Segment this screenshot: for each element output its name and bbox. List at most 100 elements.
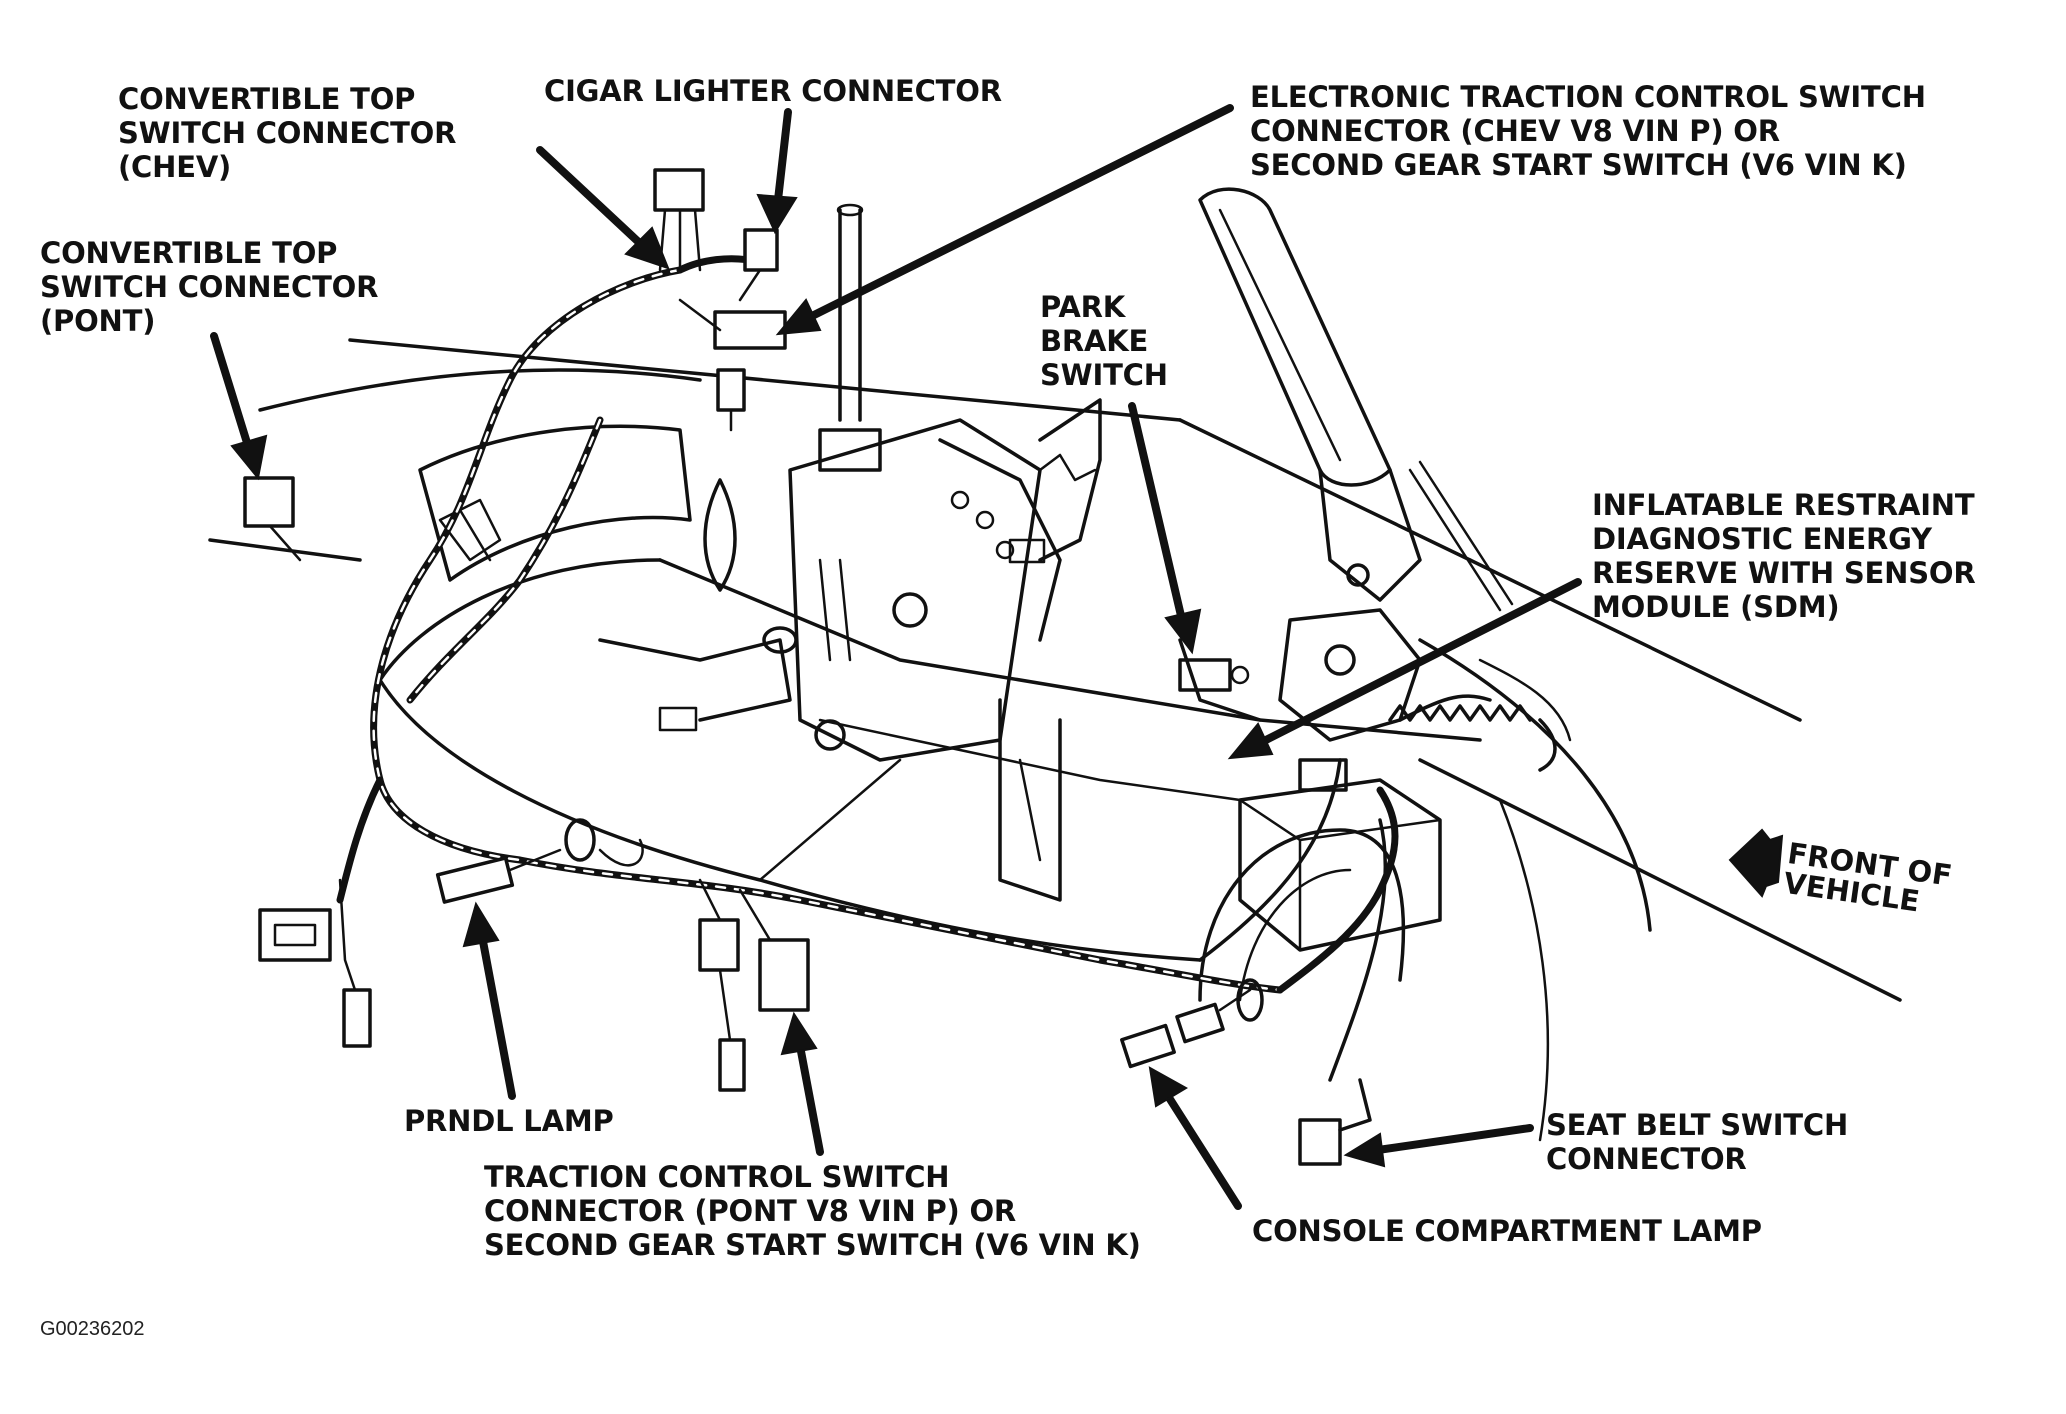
arrow-seat-belt-switch — [1374, 1124, 1534, 1154]
convertible-top-chev-connector — [653, 168, 705, 212]
cable-bracket — [598, 638, 792, 722]
harness-clip — [718, 1038, 746, 1092]
callout-line: SWITCH — [1040, 358, 1168, 392]
callout-line: CONNECTOR (CHEV V8 VIN P) OR — [1250, 114, 1780, 148]
arrow-head — [462, 901, 500, 948]
lever-body — [1318, 468, 1422, 602]
callout-cigar-lighter: CIGAR LIGHTER CONNECTOR — [544, 74, 1002, 108]
arrow-head — [780, 1011, 818, 1056]
left-panel-clip — [438, 498, 502, 562]
floor-edge-line — [258, 368, 702, 412]
tray-crease — [758, 758, 902, 882]
cable-bushing — [762, 626, 798, 654]
lever-pivot — [1346, 563, 1370, 587]
callout-line: (PONT) — [40, 304, 156, 338]
seat-belt-buckle-area — [1198, 818, 1406, 1166]
prndl-lamp-socket — [435, 856, 515, 904]
callout-line: ELECTRONIC TRACTION CONTROL SWITCH — [1250, 80, 1926, 114]
arrow-head — [1343, 1132, 1386, 1168]
gate-hole — [975, 510, 995, 530]
callout-line: RESERVE WITH SENSOR — [1592, 556, 1976, 590]
callout-line: CONVERTIBLE TOP — [118, 82, 416, 116]
front-arrow-shape — [1728, 828, 1784, 898]
callout-convertible-top-pont: CONVERTIBLE TOP SWITCH CONNECTOR (PONT) — [40, 236, 378, 338]
connector-lead — [268, 524, 302, 562]
connector-lead — [693, 208, 702, 272]
callout-line: (CHEV) — [118, 150, 232, 184]
harness-main-tape — [372, 268, 1282, 992]
spring-end — [1538, 718, 1557, 772]
console-lamp-socket — [1120, 1023, 1176, 1069]
callout-line: SWITCH CONNECTOR — [118, 116, 457, 150]
floor-edge-line — [1468, 558, 1802, 722]
arrow-head — [756, 193, 798, 235]
arrow-head — [624, 226, 670, 270]
arrow-head — [775, 298, 822, 336]
console-lamp-connector — [1175, 1002, 1225, 1044]
connector-lead — [718, 968, 732, 1042]
callout-park-brake-switch: PARK BRAKE SWITCH — [1040, 290, 1168, 392]
floor-edge-line — [208, 538, 362, 562]
arrow-sdm — [1258, 578, 1582, 746]
arrow-electronic-traction-control — [804, 104, 1234, 322]
park-brake-switch — [1178, 658, 1232, 692]
gate-hole — [995, 540, 1015, 560]
arrow-head — [1227, 722, 1274, 760]
connector-lead — [738, 268, 762, 302]
lever-base-bolt — [1324, 644, 1356, 676]
lever-grip-seam — [1218, 208, 1342, 462]
harness-clip — [342, 988, 372, 1048]
callout-line: INFLATABLE RESTRAINT — [1592, 488, 1975, 522]
shift-post-cap — [836, 203, 864, 217]
front-of-vehicle-arrow — [1728, 828, 1784, 898]
callout-line: DIAGNOSTIC ENERGY — [1592, 522, 1932, 556]
tray-bracket — [1018, 758, 1042, 862]
callout-line: CONVERTIBLE TOP — [40, 236, 338, 270]
tray-tab — [658, 706, 698, 732]
tray-left-edge — [378, 558, 662, 682]
gate-hole — [950, 490, 970, 510]
callout-line: BRAKE — [1040, 324, 1149, 358]
callout-line: CONSOLE COMPARTMENT LAMP — [1252, 1214, 1762, 1248]
arrow-head — [230, 434, 268, 481]
callout-line: PRNDL LAMP — [404, 1104, 614, 1138]
lever-rod — [1408, 468, 1502, 612]
arrow-head — [1164, 608, 1202, 655]
tray-bracket — [998, 698, 1062, 902]
callout-line: PARK — [1040, 290, 1126, 324]
callout-inflatable-restraint-sdm: INFLATABLE RESTRAINT DIAGNOSTIC ENERGY R… — [1592, 488, 1976, 624]
callout-line: SWITCH CONNECTOR — [40, 270, 379, 304]
spring-coil — [1388, 704, 1532, 722]
vehicle-floor-outline — [208, 338, 1902, 1142]
arrow-convertible-top-pont — [210, 332, 252, 450]
arrow-cigar-lighter — [774, 108, 792, 204]
harness-branch-tape — [408, 418, 602, 702]
callout-line: MODULE (SDM) — [1592, 590, 1840, 624]
brake-spring — [1388, 658, 1572, 772]
lever-rod — [1418, 460, 1514, 606]
park-brake-lever — [1178, 187, 1514, 742]
harness-clip — [716, 368, 746, 412]
callout-arrows — [210, 104, 1582, 1210]
seat-belt-connector — [1298, 1118, 1342, 1166]
callout-line: CIGAR LIGHTER CONNECTOR — [544, 74, 1002, 108]
shifter-assembly — [598, 203, 1102, 762]
lever-grip — [1198, 187, 1392, 487]
connector-lead — [338, 878, 357, 992]
shift-collar — [818, 428, 882, 472]
arrow-console-compartment-lamp — [1164, 1092, 1242, 1210]
callout-line: CONNECTOR (PONT V8 VIN P) OR — [484, 1194, 1017, 1228]
callout-console-compartment-lamp: CONSOLE COMPARTMENT LAMP — [1252, 1214, 1762, 1248]
console-tray — [378, 558, 1482, 962]
lower-left-connector — [258, 908, 332, 962]
floor-edge-line — [1178, 418, 1472, 562]
etc-switch-connector — [713, 310, 787, 350]
connector-lead — [1218, 988, 1252, 1012]
tray-crease — [818, 718, 1242, 802]
detent-plate — [1038, 398, 1102, 562]
tray-front-edge — [378, 678, 1202, 962]
callout-line: TRACTION CONTROL SWITCH — [484, 1160, 950, 1194]
connector-lead — [598, 838, 644, 867]
arrow-traction-control-pont — [796, 1042, 824, 1156]
